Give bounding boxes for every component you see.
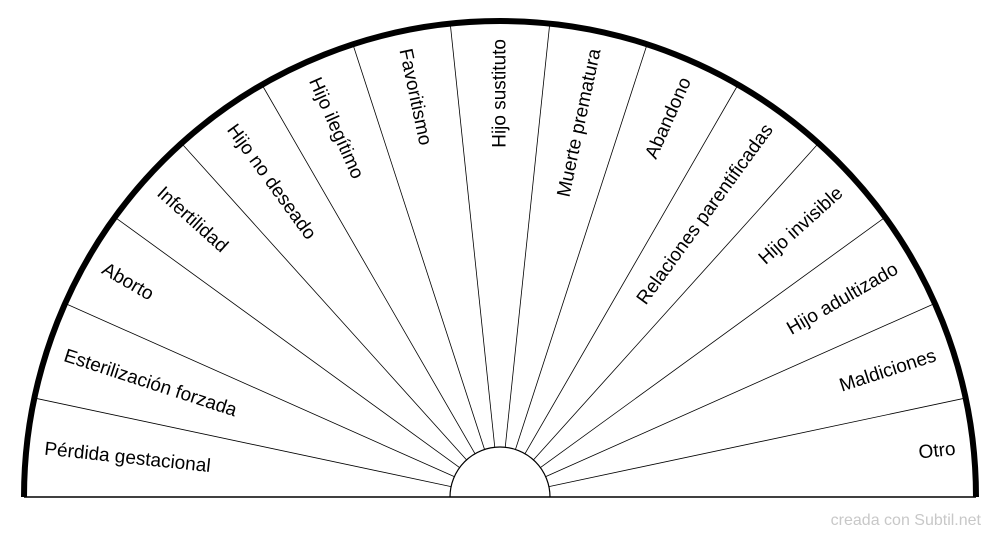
sector-divider: [533, 144, 818, 461]
sector-divider: [36, 398, 452, 487]
sector-label: Aborto: [98, 259, 157, 305]
sector-label: Hijo ilegítimo: [304, 74, 367, 182]
sector-label: Hijo no deseado: [222, 120, 320, 243]
sector-label: Infertilidad: [153, 183, 232, 257]
sector-label: Hijo sustituto: [490, 39, 511, 148]
sector-label: Hijo invisible: [755, 183, 848, 269]
sector-divider: [548, 398, 964, 487]
sector-divider: [450, 25, 496, 448]
sector-divider: [116, 218, 460, 468]
sector-label: Otro: [918, 439, 957, 464]
sector-label: Pérdida gestacional: [43, 439, 211, 477]
sector-dividers: [36, 25, 964, 487]
outer-arc: [21, 18, 979, 498]
sector-divider: [504, 25, 550, 448]
sector-divider: [182, 144, 467, 461]
sector-divider: [524, 86, 738, 454]
sector-label: Favoritismo: [395, 47, 436, 147]
sector-labels: Pérdida gestacional Esterilización forzad…: [43, 39, 956, 477]
sector-label: Hijo adultizado: [783, 259, 901, 340]
sector-label: Muerte prematura: [554, 46, 606, 198]
credit-text: creada con Subtil.net: [830, 512, 981, 529]
sector-divider: [540, 218, 884, 468]
sector-divider: [262, 86, 476, 454]
sector-divider: [515, 46, 647, 450]
sector-label: Maldiciones: [837, 345, 939, 396]
sector-divider: [545, 303, 934, 478]
inner-hub-arc: [449, 446, 551, 498]
sector-label: Esterilización forzada: [61, 345, 240, 421]
sector-divider: [66, 303, 455, 478]
sector-label: Abandono: [641, 74, 695, 162]
sector-divider: [353, 46, 485, 450]
